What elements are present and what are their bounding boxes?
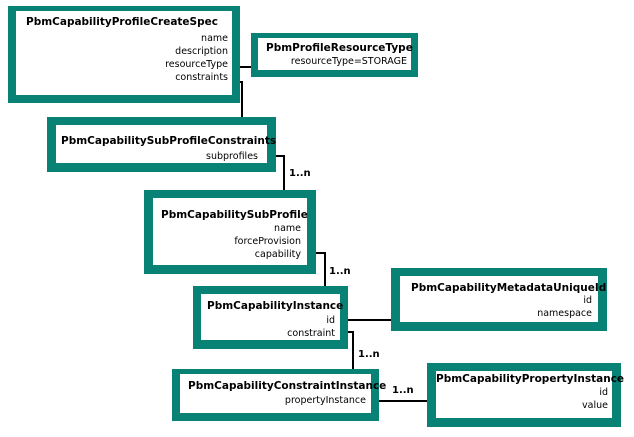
multiplicity-subprofiles: 1..n [289, 168, 311, 179]
multiplicity-property-instance: 1..n [392, 385, 414, 396]
node-attributes: propertyInstance [285, 394, 366, 407]
attr-id: id [326, 315, 335, 326]
attr-name: name [201, 33, 228, 44]
node-title: PbmCapabilityMetadataUniqueId [411, 282, 607, 294]
attr-resource-type-storage: resourceType=STORAGE [290, 56, 407, 67]
node-attributes: id namespace [537, 294, 592, 320]
node-title: PbmCapabilityPropertyInstance [436, 373, 625, 385]
node-profile-resource-type: PbmProfileResourceType resourceType=STOR… [251, 33, 418, 77]
node-capability-subprofile: PbmCapabilitySubProfile name forceProvis… [144, 190, 316, 274]
attr-capability: capability [254, 249, 301, 260]
node-capability-property-instance: PbmCapabilityPropertyInstance id value [427, 363, 625, 427]
attr-value: value [582, 400, 608, 411]
attr-description: description [175, 46, 228, 57]
attr-constraints: constraints [175, 72, 228, 83]
attr-resource-type: resourceType [165, 59, 228, 70]
node-capability-instance: PbmCapabilityInstance id constraint [193, 286, 348, 349]
attr-name: name [274, 223, 301, 234]
node-capability-constraint-instance: PbmCapabilityConstraintInstance property… [172, 369, 387, 421]
node-attributes: subprofiles [206, 150, 258, 163]
node-attributes: name forceProvision capability [234, 222, 301, 261]
attr-id: id [599, 387, 608, 398]
attr-property-instance: propertyInstance [284, 395, 366, 406]
attr-constraint: constraint [287, 328, 335, 339]
multiplicity-capability: 1..n [329, 266, 351, 277]
node-attributes: id value [582, 386, 608, 412]
node-title: PbmCapabilitySubProfile [161, 209, 308, 221]
node-title: PbmProfileResourceType [266, 42, 413, 54]
attr-namespace: namespace [537, 308, 592, 319]
node-attributes: id constraint [287, 314, 335, 340]
node-title: PbmCapabilityProfileCreateSpec [26, 16, 218, 28]
multiplicity-constraint: 1..n [358, 349, 380, 360]
node-title: PbmCapabilitySubProfileConstraints [61, 135, 277, 147]
node-attributes: name description resourceType constraint… [165, 32, 228, 84]
node-title: PbmCapabilityInstance [207, 300, 344, 312]
attr-force-provision: forceProvision [234, 236, 301, 247]
node-title: PbmCapabilityConstraintInstance [188, 380, 387, 392]
node-capability-subprofile-constraints: PbmCapabilitySubProfileConstraints subpr… [47, 117, 276, 172]
node-attributes: resourceType=STORAGE [291, 55, 407, 68]
node-capability-metadata-unique-id: PbmCapabilityMetadataUniqueId id namespa… [391, 268, 607, 331]
attr-id: id [583, 295, 592, 306]
node-capability-profile-create-spec: PbmCapabilityProfileCreateSpec name desc… [8, 6, 240, 103]
attr-subprofiles: subprofiles [206, 151, 258, 162]
